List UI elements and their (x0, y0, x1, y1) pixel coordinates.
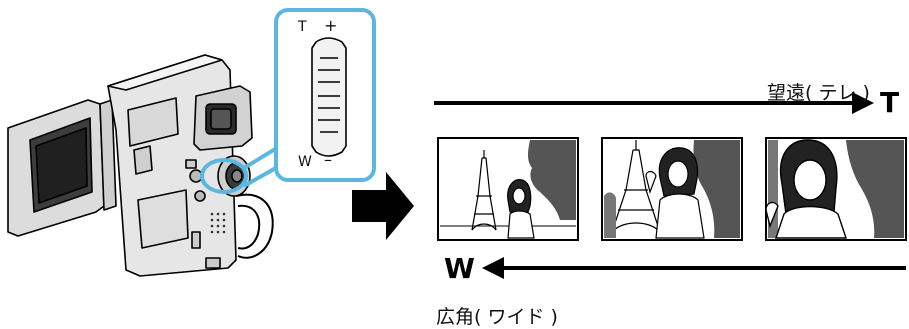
wide-label: 広角( ワイド ) (436, 306, 558, 328)
zoom-frame-mid (601, 137, 743, 241)
camcorder-illustration (7, 54, 274, 277)
lever-plus-label: + (324, 16, 338, 35)
zoom-frame-tele (765, 137, 907, 241)
wide-letter: W (444, 252, 475, 285)
zoom-frame-wide (437, 137, 579, 241)
lever-w-label: W (298, 154, 312, 170)
zoom-lever-slot (311, 37, 347, 157)
right-arrow-icon (352, 172, 414, 240)
lever-minus-label: – (324, 150, 332, 169)
tele-arrow-icon (434, 92, 874, 114)
tele-letter: T (880, 86, 900, 119)
wide-arrow-icon (482, 257, 906, 279)
tele-label: 望遠( テレ ) (767, 82, 870, 104)
lever-t-label: T (298, 19, 307, 35)
